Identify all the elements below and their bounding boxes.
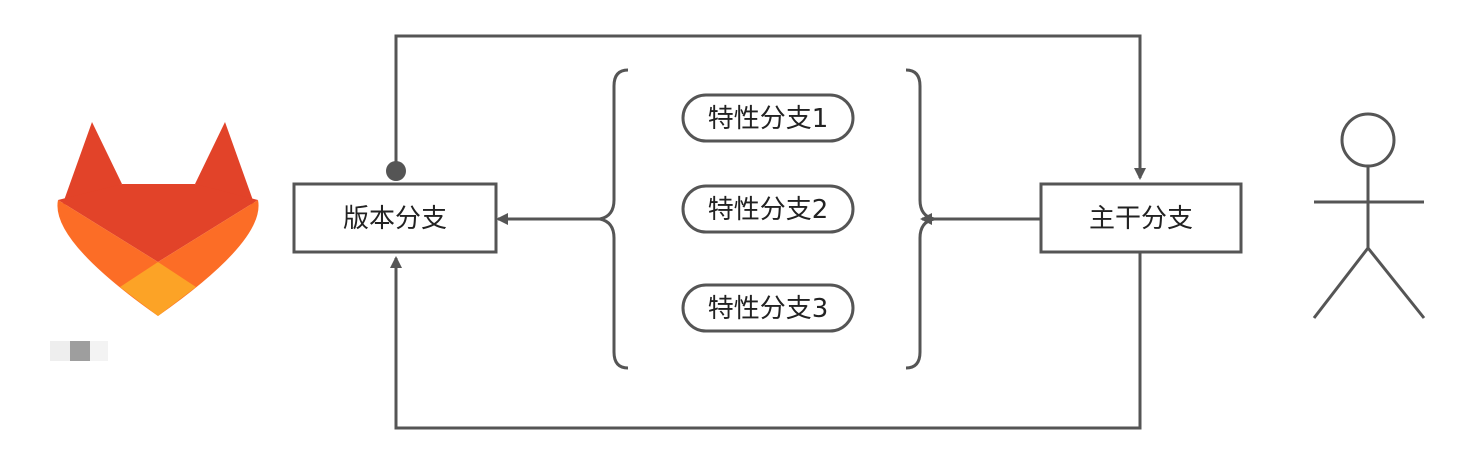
trunk-to-release-connector (390, 252, 1142, 430)
trunk-branch-label: 主干分支 (1089, 204, 1193, 234)
left-curly-brace (599, 68, 629, 370)
feature-branch-label: 特性分支2 (708, 195, 829, 225)
release-to-trunk-connector (386, 34, 1146, 181)
release-branch-label: 版本分支 (343, 204, 447, 234)
trunk-branch-node: 主干分支 (1039, 182, 1243, 254)
logo-caption-redacted (50, 341, 108, 361)
right-curly-brace (905, 68, 935, 370)
release-branch-node: 版本分支 (292, 182, 498, 254)
feature-branch-node-2: 特性分支2 (681, 184, 855, 234)
feature-branch-node-3: 特性分支3 (681, 283, 855, 333)
feature-branch-label: 特性分支3 (708, 294, 829, 324)
feature-branch-label: 特性分支1 (708, 104, 829, 134)
feature-branch-node-1: 特性分支1 (681, 93, 855, 143)
stick-figure-actor-icon (1312, 112, 1426, 319)
gitlab-logo-icon (57, 122, 259, 316)
